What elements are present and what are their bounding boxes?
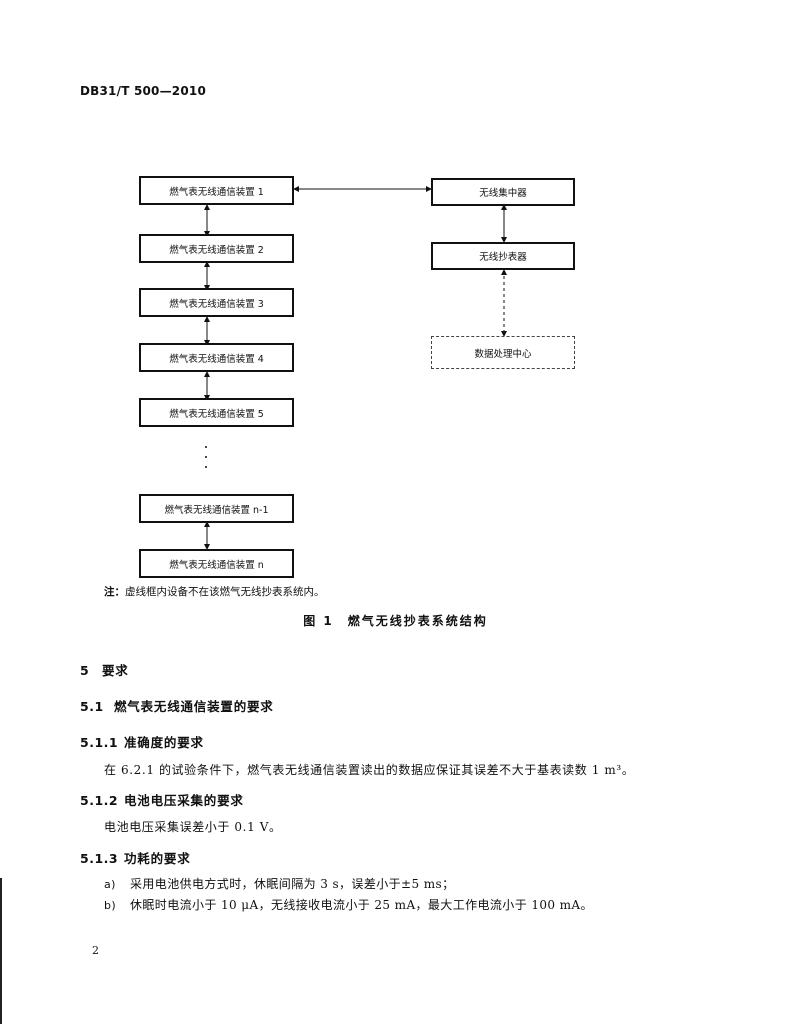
- section-number: 5: [80, 663, 90, 678]
- note-text: 虚线框内设备不在该燃气无线抄表系统内。: [125, 586, 325, 598]
- device-box-2: 燃气表无线通信装置 2: [139, 234, 294, 263]
- section-5-1-2-heading: 5.1.2 电池电压采集的要求: [80, 790, 244, 809]
- section-title: 燃气表无线通信装置的要求: [114, 699, 274, 714]
- section-number: 5.1.2: [80, 793, 119, 808]
- section-title: 功耗的要求: [124, 851, 191, 866]
- concentrator-box: 无线集中器: [431, 178, 575, 206]
- page-edge-rule: [0, 878, 2, 1024]
- section-5-1-1-text: 在 6.2.1 的试验条件下，燃气表无线通信装置读出的数据应保证其误差不大于基表…: [104, 763, 635, 777]
- list-item-text: 休眠时电流小于 10 μA，无线接收电流小于 25 mA，最大工作电流小于 10…: [130, 898, 593, 912]
- reader-box: 无线抄表器: [431, 242, 575, 270]
- data-center-box: 数据处理中心: [431, 336, 575, 369]
- section-title: 准确度的要求: [124, 735, 204, 750]
- device-box-1: 燃气表无线通信装置 1: [139, 176, 294, 205]
- section-title: 要求: [102, 663, 129, 678]
- list-item: b) 休眠时电流小于 10 μA，无线接收电流小于 25 mA，最大工作电流小于 …: [104, 896, 593, 913]
- section-5-1-3-heading: 5.1.3 功耗的要求: [80, 848, 191, 867]
- list-marker: a): [104, 878, 116, 891]
- section-5-1-1-heading: 5.1.1 准确度的要求: [80, 732, 204, 751]
- section-5-1-2-text: 电池电压采集误差小于 0.1 V。: [104, 820, 282, 834]
- page-number: 2: [92, 944, 99, 957]
- section-number: 5.1: [80, 699, 104, 714]
- section-title: 电池电压采集的要求: [124, 793, 244, 808]
- list-item: a) 采用电池供电方式时，休眠间隔为 3 s，误差小于±5 ms；: [104, 875, 454, 892]
- list-item-text: 采用电池供电方式时，休眠间隔为 3 s，误差小于±5 ms；: [130, 877, 455, 891]
- diagram-connectors: [204, 186, 507, 550]
- note-prefix: 注：: [104, 586, 125, 598]
- ellipsis-dots: [205, 446, 209, 476]
- device-box-3: 燃气表无线通信装置 3: [139, 288, 294, 317]
- device-box-5: 燃气表无线通信装置 5: [139, 398, 294, 427]
- section-number: 5.1.1: [80, 735, 119, 750]
- section-5-heading: 5 要求: [80, 660, 129, 679]
- figure-caption: 图 1 燃气无线抄表系统结构: [303, 614, 488, 628]
- document-code: DB31/T 500—2010: [80, 84, 206, 98]
- section-5-1-heading: 5.1 燃气表无线通信装置的要求: [80, 696, 274, 715]
- device-box-n-minus-1: 燃气表无线通信装置 n-1: [139, 494, 294, 523]
- section-number: 5.1.3: [80, 851, 119, 866]
- device-box-4: 燃气表无线通信装置 4: [139, 343, 294, 372]
- list-marker: b): [104, 899, 117, 912]
- device-box-n: 燃气表无线通信装置 n: [139, 549, 294, 578]
- figure-note: 注：虚线框内设备不在该燃气无线抄表系统内。: [104, 584, 325, 599]
